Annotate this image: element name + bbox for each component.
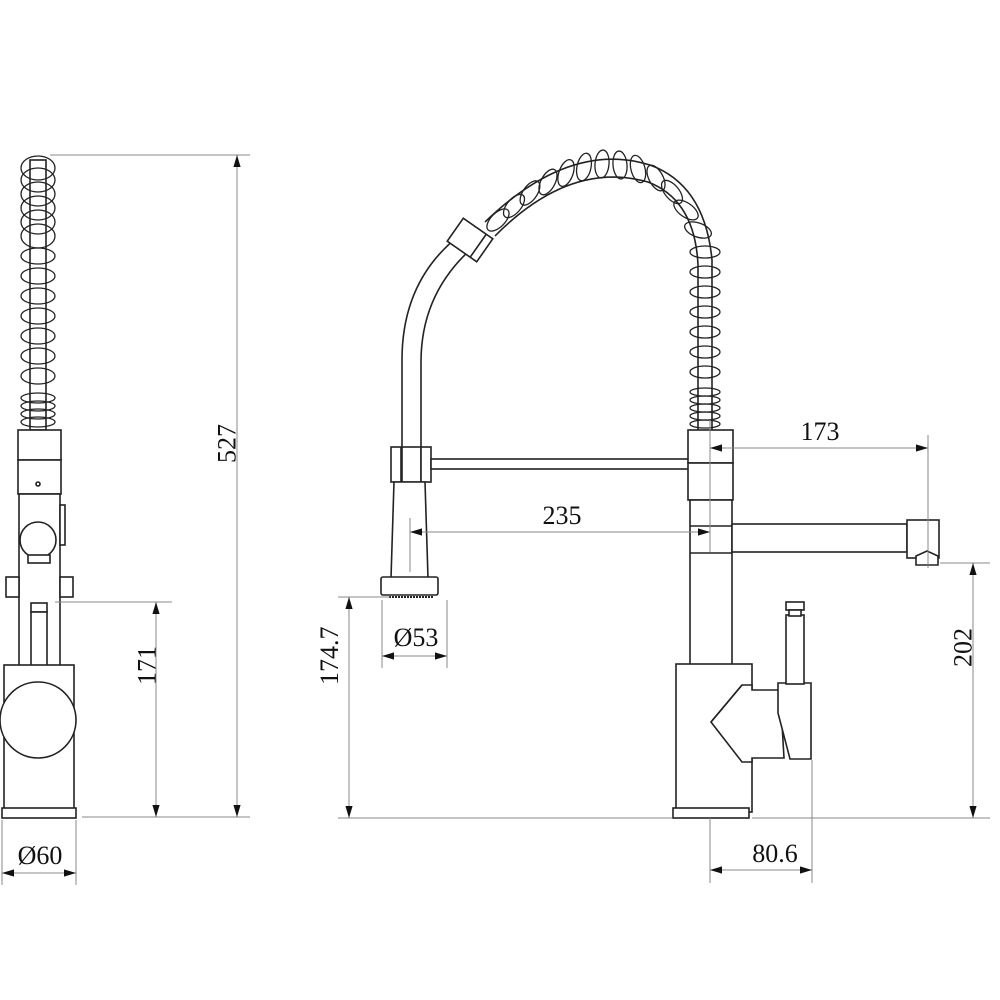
dim-sprayer-reach: 235: [543, 501, 582, 530]
side-handle-knob: [0, 681, 77, 759]
front-handle-stem: [785, 614, 805, 685]
front-spout-aerator: [915, 550, 939, 566]
front-support-rod: [430, 458, 691, 470]
dim-handle-offset: 80.6: [752, 839, 798, 868]
front-hose-outer: [401, 234, 461, 447]
front-spout-arm: [731, 523, 908, 553]
side-swivel-joint: [19, 521, 57, 559]
side-view: 527 171 Ø60: [0, 154, 250, 885]
front-clamp-left: [390, 446, 402, 483]
front-clamp-right: [420, 446, 432, 483]
side-handle-cap: [30, 602, 48, 613]
front-base-plate: [672, 807, 750, 819]
front-hose-inner: [420, 249, 471, 447]
front-sprayer-head: [380, 576, 439, 596]
front-hose-connector: [446, 217, 494, 263]
front-main-column: [689, 499, 733, 666]
side-indicator-dot: [35, 481, 41, 487]
side-collar-upper: [17, 429, 62, 461]
dim-sprayer-height: 174.7: [315, 627, 344, 686]
side-collar-lower: [17, 459, 62, 495]
dim-sprayer-diameter: Ø53: [394, 623, 439, 652]
front-view: 173 235 Ø53 174.7 202 80.6: [315, 149, 990, 883]
front-handle-socket: [709, 684, 785, 763]
side-spring-coil: [20, 155, 56, 431]
front-handle-lever: [777, 682, 812, 760]
dim-spout-reach: 173: [801, 417, 840, 446]
side-base-plate: [1, 807, 77, 819]
front-spring-coil: [484, 149, 721, 430]
front-handle-cap: [785, 601, 805, 611]
dim-spout-height: 202: [949, 628, 978, 667]
dim-base-diameter: Ø60: [18, 841, 63, 870]
dim-total-height: 527: [213, 424, 242, 463]
dim-handle-height: 171: [133, 646, 162, 685]
